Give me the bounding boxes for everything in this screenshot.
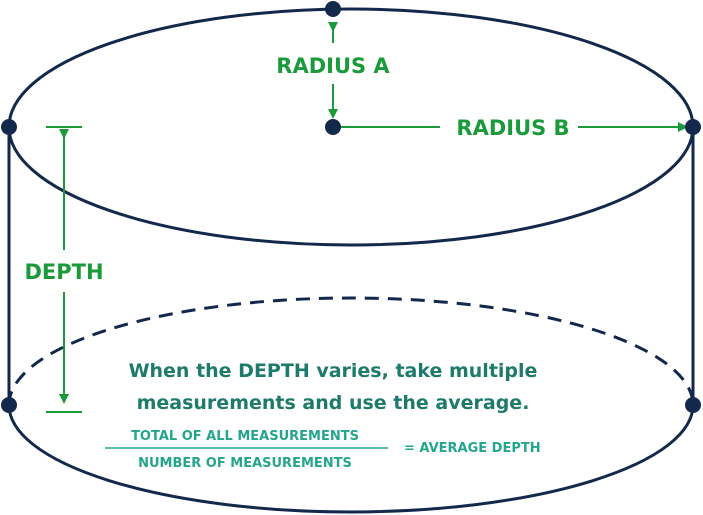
note-line-1: When the DEPTH varies, take multiple xyxy=(129,360,538,382)
left-bottom-point xyxy=(1,397,17,413)
right-top-point xyxy=(685,119,701,135)
formula-numerator: TOTAL OF ALL MEASUREMENTS xyxy=(131,429,359,444)
bottom-back-arc-dashed xyxy=(7,296,695,406)
note-line-2: measurements and use the average. xyxy=(137,392,530,414)
right-bottom-point xyxy=(685,397,701,413)
measurement-points xyxy=(1,1,701,413)
radius-a-label: RADIUS A xyxy=(276,54,390,78)
center-point xyxy=(325,119,341,135)
formula-result: = AVERAGE DEPTH xyxy=(404,441,541,456)
depth-label: DEPTH xyxy=(24,260,103,284)
bottom-front-arc xyxy=(7,404,695,514)
top-point xyxy=(325,1,341,17)
radius-b-label: RADIUS B xyxy=(456,116,569,140)
formula-denominator: NUMBER OF MEASUREMENTS xyxy=(138,456,352,471)
left-top-point xyxy=(1,119,17,135)
